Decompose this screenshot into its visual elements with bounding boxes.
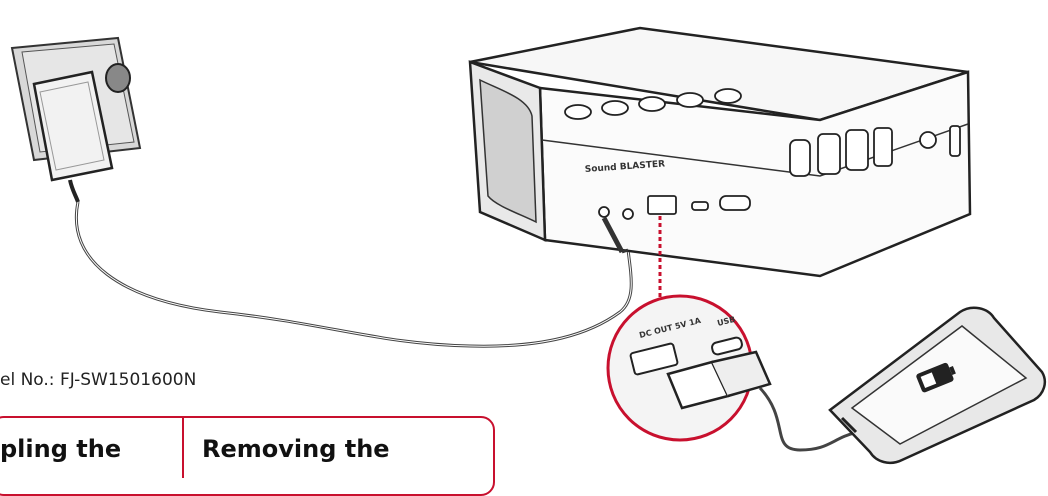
usb-cable xyxy=(758,386,859,452)
table-heading-removing: Removing the xyxy=(202,435,390,463)
table-heading-coupling: pling the xyxy=(0,435,122,463)
svg-text:USB: USB xyxy=(716,315,736,328)
power-adapter xyxy=(32,70,114,203)
connection-illustration: Sound BLASTER DC OUT 5V 1A USB xyxy=(10,26,1046,464)
battery-charging-icon xyxy=(916,362,956,393)
front-ports xyxy=(598,195,751,220)
side-ports xyxy=(789,125,961,177)
smartphone xyxy=(828,306,1046,464)
magnified-ports: DC OUT 5V 1A USB xyxy=(606,294,772,442)
speaker-body: Sound BLASTER xyxy=(468,26,972,278)
model-number-text: el No.: FJ-SW1501600N xyxy=(0,370,197,390)
table-column-divider xyxy=(182,418,184,478)
speaker-buttons xyxy=(564,88,742,120)
